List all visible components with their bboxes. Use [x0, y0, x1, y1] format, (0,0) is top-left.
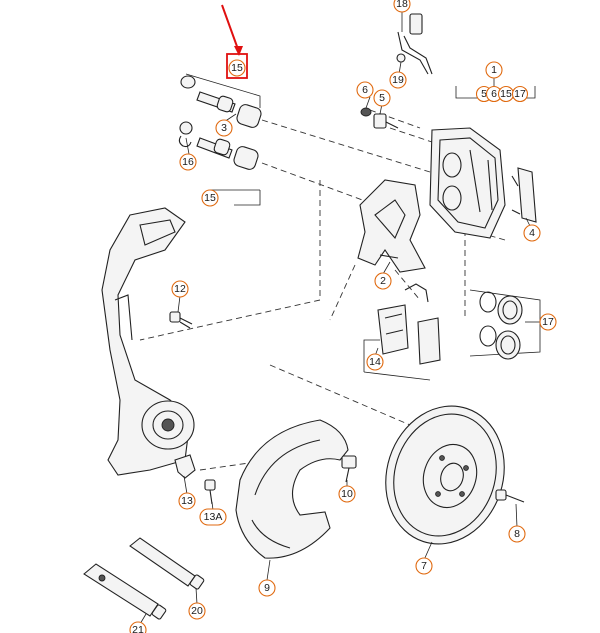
callout-9: 9: [258, 579, 276, 597]
callout-14: 14: [366, 353, 384, 371]
hose-bracket-18: [397, 31, 429, 75]
tube-20: [129, 537, 196, 587]
pin-cap-top: [180, 75, 196, 89]
svg-text:2: 2: [380, 275, 386, 287]
bushing-lower: [233, 146, 259, 170]
leader-lines: [139, 10, 540, 625]
steering-knuckle: [101, 207, 195, 476]
brake-pads: [377, 167, 537, 365]
wear-sensor-wire: [404, 283, 429, 303]
svg-text:9: 9: [264, 582, 270, 594]
pin-cap-lower: [179, 121, 193, 135]
svg-text:15: 15: [500, 88, 512, 100]
svg-text:19: 19: [392, 74, 404, 86]
svg-text:8: 8: [514, 528, 520, 540]
highlight-box: [226, 53, 248, 79]
highlight-annotation: [221, 4, 248, 79]
svg-text:7: 7: [421, 560, 427, 572]
pad-left: [377, 304, 409, 355]
svg-text:3: 3: [221, 122, 227, 134]
callout-3: 3: [215, 119, 233, 137]
callout-15-bottom: 15: [201, 189, 219, 207]
pad-right: [417, 317, 441, 365]
callout-group-15: 15: [497, 85, 515, 103]
callout-18: 18: [393, 0, 411, 13]
bleed-valve-5: [373, 113, 387, 129]
brake-disc: [385, 405, 505, 545]
callout-7: 7: [415, 557, 433, 575]
guide-pin-set: [178, 75, 262, 170]
highlight-arrowhead: [234, 46, 243, 56]
callout-13: 13: [178, 492, 196, 510]
clip-16: [178, 135, 192, 148]
splash-shield: [235, 419, 349, 559]
svg-text:16: 16: [182, 156, 194, 168]
svg-text:13A: 13A: [204, 511, 223, 523]
sensor-bracket-13: [174, 454, 216, 505]
svg-text:1: 1: [491, 64, 497, 76]
callout-20: 20: [188, 602, 206, 620]
bolt-12: [169, 311, 193, 329]
caliper-carrier-bracket: [357, 179, 426, 273]
spring-4: [517, 167, 537, 223]
highlight-arrow: [221, 4, 240, 53]
callout-6: 6: [356, 81, 374, 99]
tube-21: [83, 563, 159, 617]
callout-4: 4: [523, 224, 541, 242]
callout-19: 19: [389, 71, 407, 89]
svg-text:6: 6: [362, 84, 368, 96]
callouts: 15 3 16 15 18 19 6 5: [129, 0, 557, 633]
bolt-10: [341, 455, 357, 483]
svg-text:12: 12: [174, 283, 186, 295]
svg-text:5: 5: [481, 88, 487, 100]
callout-5: 5: [373, 89, 391, 107]
svg-text:5: 5: [379, 92, 385, 104]
callout-15-top: 15: [228, 59, 246, 77]
callout-21: 21: [129, 621, 147, 633]
cap-6: [360, 107, 372, 117]
callout-17-right: 17: [539, 313, 557, 331]
svg-text:18: 18: [396, 0, 408, 10]
callout-2: 2: [374, 272, 392, 290]
callout-13a: 13A: [199, 508, 227, 526]
callout-8: 8: [508, 525, 526, 543]
svg-text:15: 15: [204, 192, 216, 204]
svg-text:15: 15: [231, 62, 243, 74]
callout-group-17: 17: [511, 85, 529, 103]
grease-tubes: [83, 537, 205, 620]
callout-12: 12: [171, 280, 189, 298]
callout-16: 16: [179, 153, 197, 171]
svg-text:14: 14: [369, 356, 381, 368]
svg-text:21: 21: [132, 624, 144, 633]
disc-screw-8: [495, 489, 525, 503]
svg-text:13: 13: [181, 495, 193, 507]
piston-seals: [479, 291, 523, 360]
svg-text:17: 17: [514, 88, 526, 100]
callout-10: 10: [338, 485, 356, 503]
svg-text:10: 10: [341, 488, 353, 500]
callout-1: 1: [485, 61, 503, 79]
bushing-upper: [236, 104, 262, 128]
svg-text:20: 20: [191, 605, 203, 617]
brake-caliper: [429, 127, 506, 239]
svg-text:17: 17: [542, 316, 554, 328]
svg-text:6: 6: [491, 88, 497, 100]
svg-text:4: 4: [529, 227, 535, 239]
